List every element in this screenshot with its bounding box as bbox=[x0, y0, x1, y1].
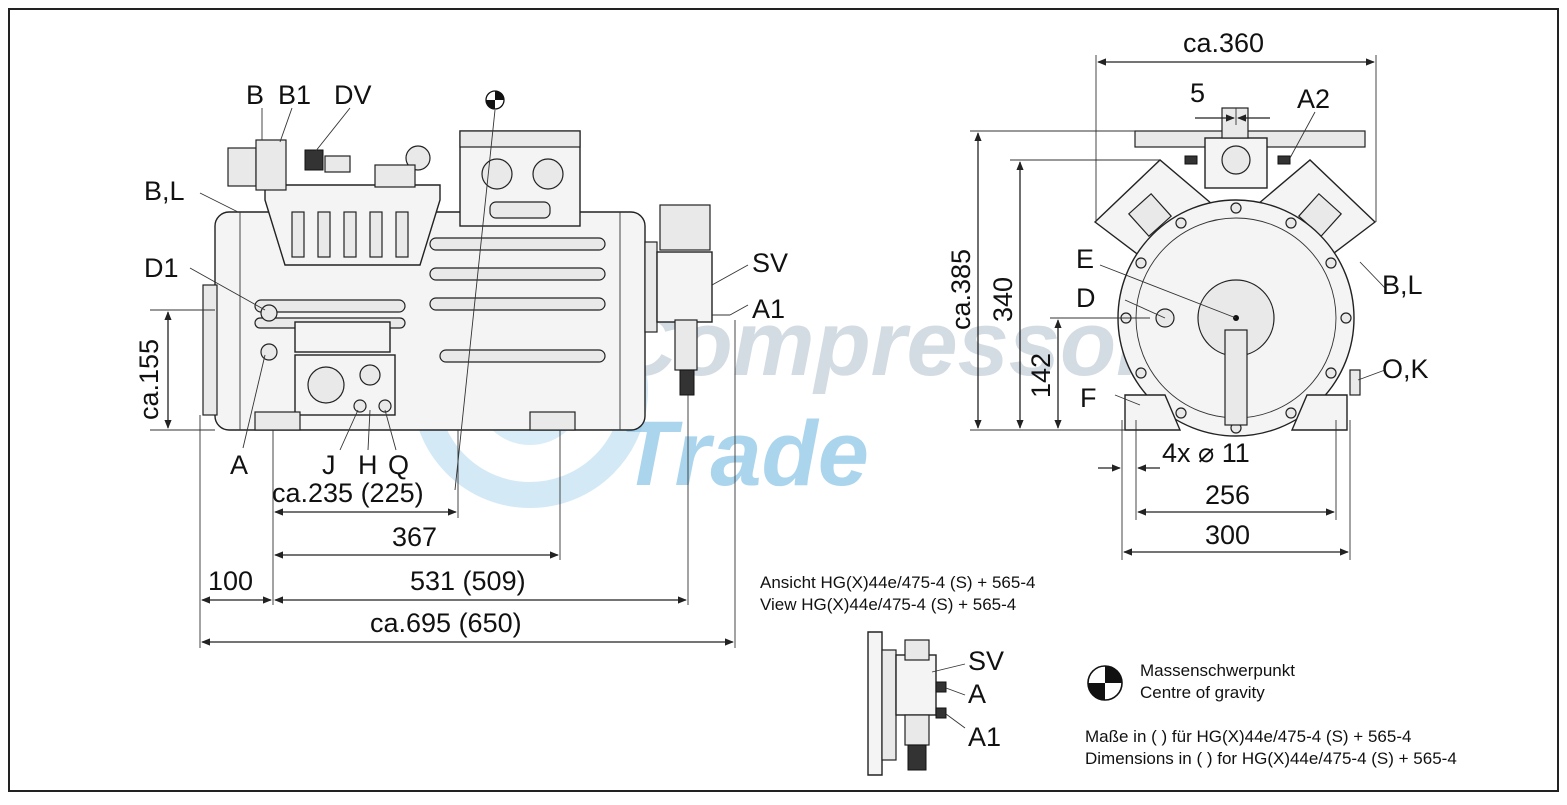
label-ok: O,K bbox=[1382, 354, 1429, 384]
label-d: D bbox=[1076, 283, 1096, 313]
drawing-frame bbox=[8, 8, 1559, 792]
legend: Massenschwerpunkt Centre of gravity Maße… bbox=[1085, 661, 1457, 768]
inset-label-a1: A1 bbox=[968, 722, 1001, 752]
label-d1: D1 bbox=[144, 253, 179, 283]
label-b1: B1 bbox=[278, 80, 311, 110]
legend-cog-en: Centre of gravity bbox=[1140, 683, 1265, 702]
label-j: J bbox=[322, 450, 336, 480]
label-f: F bbox=[1080, 383, 1097, 413]
suction-valve bbox=[656, 251, 713, 323]
inset-label-a: A bbox=[968, 679, 986, 709]
legend-note-en: Dimensions in ( ) for HG(X)44e/475-4 (S)… bbox=[1085, 749, 1457, 768]
front-view: A2 E D F B,L O,K ca.360 5 ca.385 340 142 bbox=[946, 28, 1429, 560]
label-sv-side: SV bbox=[752, 248, 788, 278]
dim-300: 300 bbox=[1205, 520, 1250, 550]
label-a2: A2 bbox=[1297, 84, 1330, 114]
inset-caption-en: View HG(X)44e/475-4 (S) + 565-4 bbox=[760, 595, 1016, 614]
label-h: H bbox=[358, 450, 378, 480]
dim-340: 340 bbox=[988, 277, 1018, 322]
label-e: E bbox=[1076, 244, 1094, 274]
legend-note-de: Maße in ( ) für HG(X)44e/475-4 (S) + 565… bbox=[1085, 727, 1411, 746]
watermark-line2: Trade bbox=[620, 403, 869, 505]
centre-of-gravity-symbol bbox=[454, 90, 505, 491]
dim-width-front: ca.360 bbox=[1183, 28, 1264, 58]
sight-glass-panel bbox=[294, 321, 391, 353]
dim-cog-offset: ca.235 (225) bbox=[272, 478, 424, 508]
legend-cog-icon bbox=[1087, 665, 1123, 701]
dim-100: 100 bbox=[208, 566, 253, 596]
label-a1-side: A1 bbox=[752, 294, 785, 324]
inset-caption-de: Ansicht HG(X)44e/475-4 (S) + 565-4 bbox=[760, 573, 1035, 592]
label-bl-front: B,L bbox=[1382, 270, 1423, 300]
label-q: Q bbox=[388, 450, 409, 480]
inset-view: Ansicht HG(X)44e/475-4 (S) + 565-4 View … bbox=[760, 573, 1035, 776]
dim-height-side: ca.155 bbox=[134, 339, 164, 420]
dim-height-front: ca.385 bbox=[946, 249, 976, 330]
dim-367: 367 bbox=[392, 522, 437, 552]
dim-5: 5 bbox=[1190, 78, 1205, 108]
dim-holes: 4x ⌀ 11 bbox=[1162, 438, 1250, 468]
dim-142: 142 bbox=[1026, 353, 1056, 398]
dim-695: ca.695 (650) bbox=[370, 608, 522, 638]
label-a-side: A bbox=[230, 450, 248, 480]
side-view: B B1 DV B,L D1 SV A1 A J H Q ca.155 ca.2… bbox=[134, 80, 788, 648]
inset-label-sv: SV bbox=[968, 646, 1004, 676]
dim-256: 256 bbox=[1205, 480, 1250, 510]
label-bl-side: B,L bbox=[144, 176, 185, 206]
legend-cog-de: Massenschwerpunkt bbox=[1140, 661, 1295, 680]
label-dv: DV bbox=[334, 80, 372, 110]
label-b: B bbox=[246, 80, 264, 110]
dim-531: 531 (509) bbox=[410, 566, 526, 596]
